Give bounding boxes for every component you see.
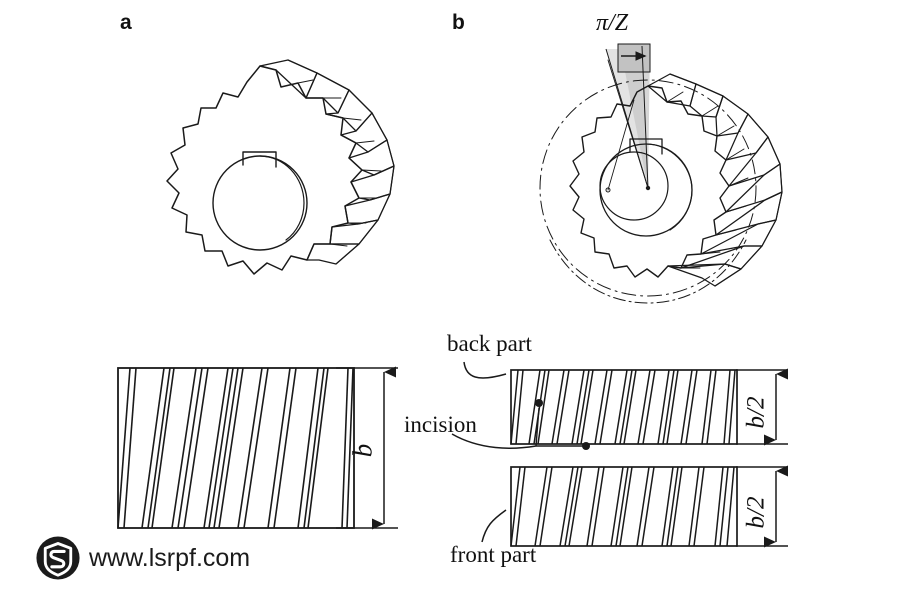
- angle-annotation-pi-over-z: π/Z: [596, 10, 629, 36]
- gear-drawing-b: [539, 43, 783, 304]
- unrolled-tooth-trace-b-back: [510, 369, 738, 445]
- annotation-front-part: front part: [450, 542, 537, 567]
- panel-label-b: b: [452, 11, 465, 34]
- panel-label-a: a: [120, 11, 132, 34]
- annotation-incision: incision: [404, 412, 477, 437]
- lsrpf-shield-logo-icon: [36, 536, 80, 580]
- annotation-back-part: back part: [447, 331, 532, 356]
- unrolled-tooth-trace-b-front: [510, 466, 738, 547]
- watermark: www.lsrpf.com: [36, 536, 250, 580]
- watermark-url-text: www.lsrpf.com: [89, 543, 251, 572]
- dimension-line-b2-bottom: [736, 465, 788, 548]
- dimension-line-b: [336, 366, 398, 530]
- annotation-leader-lines: [451, 361, 590, 543]
- dimension-line-b2-top: [736, 368, 788, 446]
- unrolled-tooth-trace-a: [117, 367, 355, 529]
- angle-wedge-shading: [605, 43, 651, 189]
- gear-drawing-a: [166, 59, 395, 275]
- dimension-label-b: b: [347, 443, 378, 458]
